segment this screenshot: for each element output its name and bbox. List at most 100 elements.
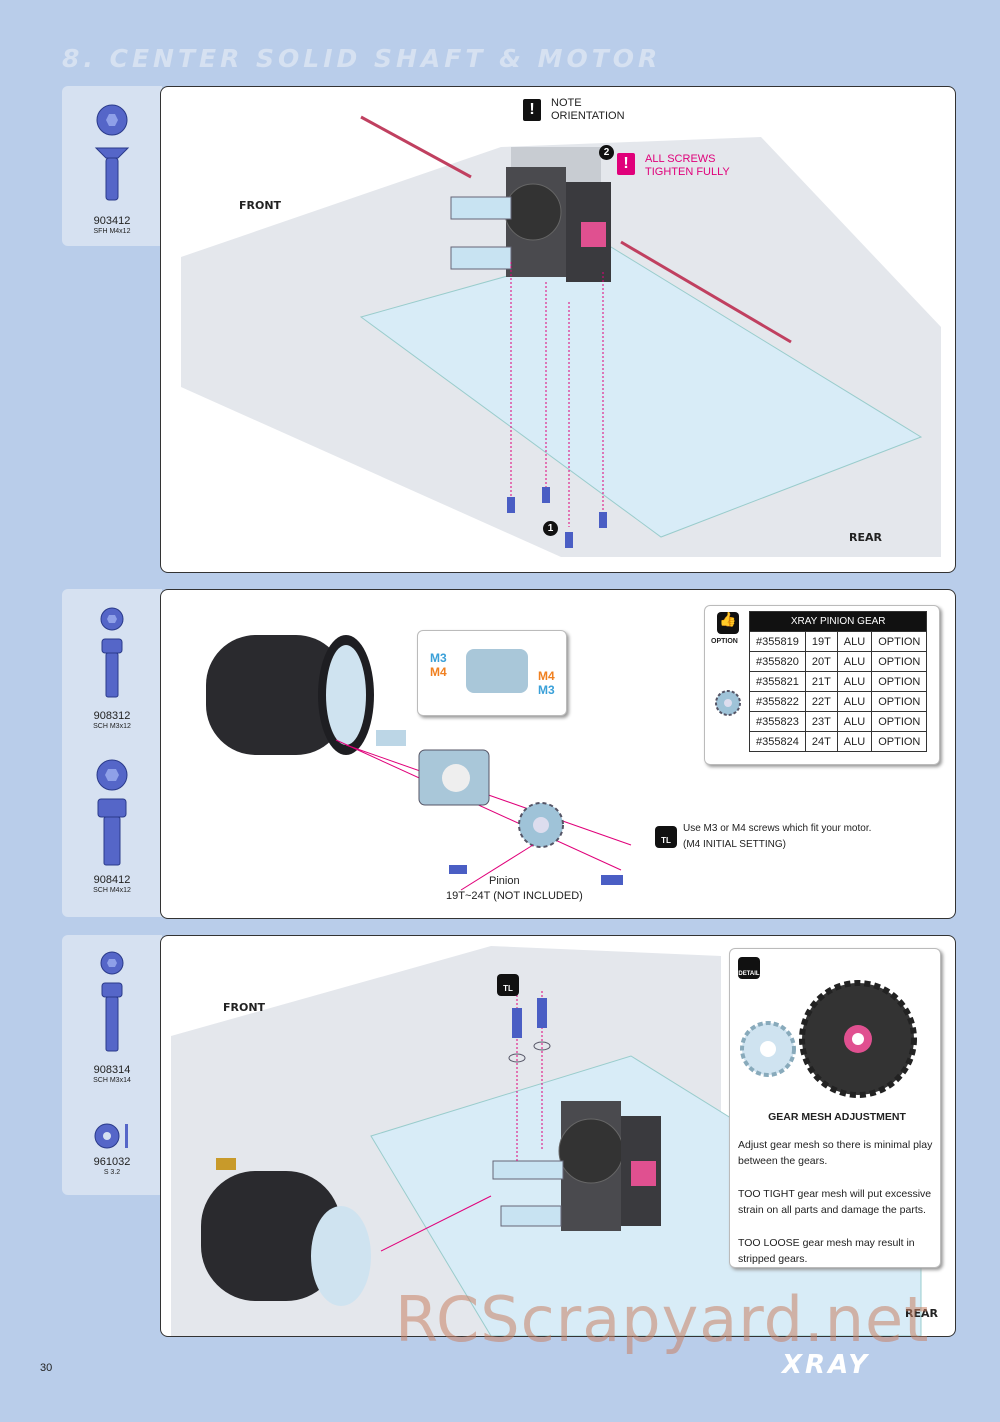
cell: OPTION <box>871 651 928 672</box>
cell: 22T <box>804 691 838 712</box>
cell: #355821 <box>749 671 806 692</box>
detail-paragraph-3: TOO LOOSE gear mesh may result in stripp… <box>738 1237 915 1265</box>
section-title: 8. CENTER SOLID SHAFT & MOTOR <box>62 44 662 73</box>
cell: #355819 <box>749 631 806 652</box>
cell: OPTION <box>871 711 928 732</box>
cap-head-screw-icon <box>100 607 124 698</box>
part-908314: 908314 SCH M3x14 <box>62 949 162 1085</box>
xray-logo: XRAY <box>782 1350 871 1380</box>
part-desc: S 3.2 <box>103 1169 121 1176</box>
part-desc: SCH M3x14 <box>93 1077 131 1084</box>
parts-sidebar-step3: 908314 SCH M3x14 961032 S 3.2 <box>62 935 162 1195</box>
rear-label: REAR <box>849 531 882 544</box>
front-label: FRONT <box>239 199 282 212</box>
cell: ALU <box>836 731 873 752</box>
cell: 19T <box>804 631 838 652</box>
parts-sidebar-step2: 908312 SCH M3x12 908412 SCH M4x12 <box>62 589 162 917</box>
part-desc: SCH M4x12 <box>93 887 131 894</box>
cell: ALU <box>836 711 873 732</box>
cell: ALU <box>836 691 873 712</box>
cell: 24T <box>804 731 838 752</box>
part-908312: 908312 SCH M3x12 <box>62 605 162 731</box>
detail-title: GEAR MESH ADJUSTMENT <box>768 1111 906 1123</box>
cell: OPTION <box>871 691 928 712</box>
cap-head-screw-icon <box>100 951 124 1052</box>
cell: 20T <box>804 651 838 672</box>
step3-panel: FRONT REAR TL DETAIL GEAR MESH ADJUSTMEN… <box>160 935 956 1337</box>
thumbs-up-icon: 👍 <box>717 612 739 634</box>
parts-sidebar-step1: 903412 SFH M4x12 <box>62 86 162 246</box>
threadlock-icon: TL <box>655 826 677 848</box>
motor-mount <box>418 749 490 806</box>
cell: #355824 <box>749 731 806 752</box>
note-orientation: ! NOTE ORIENTATION <box>523 97 625 123</box>
motor <box>206 635 374 755</box>
mount-plate-icon <box>466 649 528 693</box>
chassis-illustration-step1 <box>181 115 941 557</box>
part-961032: 961032 S 3.2 <box>62 1121 162 1177</box>
cap-head-screw-icon <box>96 759 128 866</box>
part-903412: 903412 SFH M4x12 <box>62 100 162 236</box>
pinion-gear-icon <box>715 690 741 716</box>
cell: OPTION <box>871 671 928 692</box>
motor <box>201 1158 371 1306</box>
center-diff-assembly <box>504 167 611 282</box>
step-number-2: 2 <box>599 145 614 160</box>
flat-head-screw-icon <box>94 104 130 201</box>
screw-note-2: (M4 INITIAL SETTING) <box>683 839 786 850</box>
page-number: 30 <box>40 1362 53 1374</box>
part-desc: SCH M3x12 <box>93 723 131 730</box>
cell: OPTION <box>871 731 928 752</box>
threadlock-icon: TL <box>497 974 519 996</box>
watermark: RCScrapyard.net <box>395 1283 930 1356</box>
step-number-1: 1 <box>543 521 558 536</box>
table-title: XRAY PINION GEAR <box>748 611 928 632</box>
cell: OPTION <box>871 631 928 652</box>
option-tag: OPTION <box>711 638 738 645</box>
cell: 23T <box>804 711 838 732</box>
m3-right: M3 <box>538 683 555 697</box>
part-number: 903412 <box>93 215 131 227</box>
cell: #355823 <box>749 711 806 732</box>
pinion-label: Pinion <box>489 875 520 887</box>
all-screws-text: ALL SCREWS TIGHTEN FULLY <box>645 153 730 178</box>
motor-illustration <box>206 635 632 891</box>
pinion-range: 19T~24T (NOT INCLUDED) <box>446 890 583 902</box>
detail-paragraph-1: Adjust gear mesh so there is minimal pla… <box>738 1139 933 1167</box>
note-orientation-text: NOTE ORIENTATION <box>551 97 625 122</box>
detail-paragraph-2: TOO TIGHT gear mesh will put excessive s… <box>738 1188 932 1216</box>
center-diff-assembly <box>558 1101 661 1231</box>
front-label: FRONT <box>223 1001 266 1014</box>
cell: 21T <box>804 671 838 692</box>
part-number: 908312 <box>93 710 131 722</box>
step1-panel: ! NOTE ORIENTATION 2 ! ALL SCREWS TIGHTE… <box>160 86 956 573</box>
pinion-gear <box>518 802 564 848</box>
part-number: 961032 <box>93 1156 131 1168</box>
rear-label: REAR <box>905 1307 938 1320</box>
cell: ALU <box>836 651 873 672</box>
warning-icon-pink: ! <box>617 153 635 175</box>
part-908412: 908412 SCH M4x12 <box>62 757 162 895</box>
step2-panel: M3 M4 M4 M3 Pinion 19T~24T (NOT INCLUDED… <box>160 589 956 919</box>
gear-mesh-detail-box: DETAIL GEAR MESH ADJUSTMENT Adjust gear … <box>729 948 941 1268</box>
part-desc: SFH M4x12 <box>93 228 131 235</box>
gear-mesh-illustration <box>740 980 917 1098</box>
m4-right: M4 <box>538 669 555 683</box>
part-number: 908314 <box>93 1064 131 1076</box>
m4-left: M4 <box>430 665 447 679</box>
cell: #355822 <box>749 691 806 712</box>
part-number: 908412 <box>93 874 131 886</box>
detail-magnifier-icon: DETAIL <box>738 957 760 979</box>
cell: #355820 <box>749 651 806 672</box>
all-screws-note: ! ALL SCREWS TIGHTEN FULLY <box>617 153 730 179</box>
cell: ALU <box>836 631 873 652</box>
warning-icon: ! <box>523 99 541 121</box>
cell: ALU <box>836 671 873 692</box>
screw-note-1: Use M3 or M4 screws which fit your motor… <box>683 823 872 834</box>
